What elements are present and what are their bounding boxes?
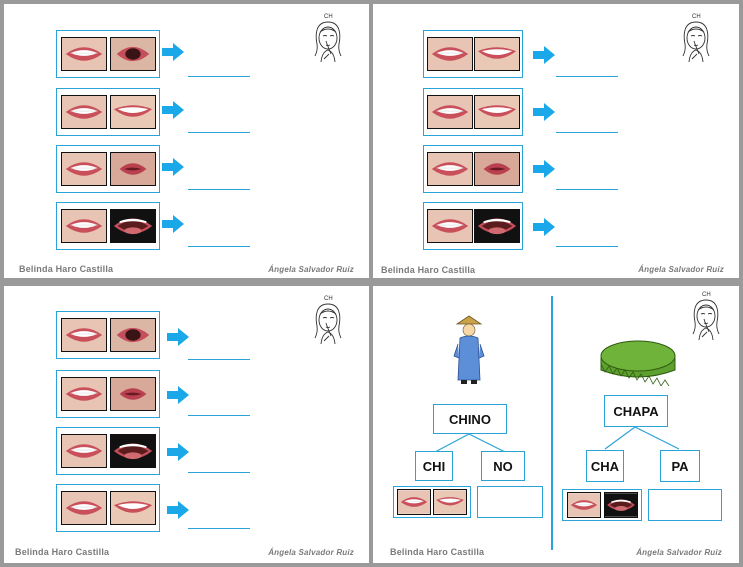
arrow-right-icon [533,160,555,178]
worksheet-card-2: CH Belinda Haro Castilla Ángela Salvador… [373,4,739,278]
arrow-right-icon [167,328,189,346]
mouth-photo-smile [433,489,467,515]
footer-author-right: Ángela Salvador Ruiz [638,265,724,274]
mouth-photo-pucker [109,377,156,411]
arrow-right-icon [167,443,189,461]
chinese-man-icon [453,315,485,384]
footer-author-left: Belinda Haro Castilla [19,264,114,274]
answer-line[interactable] [556,189,618,190]
mouth-pair [423,88,523,136]
answer-box[interactable] [477,486,543,518]
mouth-photo-teeth [397,489,431,515]
footer-author-right: Ángela Salvador Ruiz [636,548,722,557]
mouth-photo-teeth [566,492,601,518]
footer-author-left: Belinda Haro Castilla [15,547,110,557]
mouth-photo-pucker [109,152,156,186]
mouth-pair [393,486,471,518]
word-box-chapa: CHAPA [604,395,668,427]
mouth-pair [56,30,160,78]
answer-line[interactable] [188,472,250,473]
mouth-pair [562,489,642,521]
answer-line[interactable] [188,132,250,133]
mouth-photo-open [109,37,156,71]
syllable-box-pa: PA [660,450,700,482]
footer-author-left: Belinda Haro Castilla [390,547,485,557]
mouth-photo-smile [109,491,156,525]
girl-pointing-icon: CH [309,14,347,68]
mouth-photo-teeth [60,491,107,525]
mouth-pair [423,30,523,78]
girl-tag: CH [692,14,701,20]
mouth-photo-wide [109,434,156,468]
worksheet-card-3: CH Belinda Haro Castilla Ángela Salvador… [4,286,369,563]
mouth-pair [56,202,160,250]
mouth-photo-teeth [60,209,107,243]
word-box-chino: CHINO [433,404,507,434]
syllable-box-cha: CHA [586,450,624,482]
mouth-photo-smile [473,37,520,71]
mouth-photo-smile [473,95,520,129]
mouth-pair [56,484,160,532]
arrow-right-icon [533,46,555,64]
answer-line[interactable] [188,415,250,416]
girl-pointing-icon: CH [677,14,715,68]
mouth-photo-wide [473,209,520,243]
arrow-right-icon [162,215,184,233]
mouth-photo-teeth [60,377,107,411]
worksheet-card-1: CH Belinda Haro Castilla Ángela Salvador… [4,4,369,278]
mouth-photo-wide [603,492,638,518]
answer-line[interactable] [556,76,618,77]
mouth-photo-teeth [60,95,107,129]
mouth-photo-wide [109,209,156,243]
answer-line[interactable] [188,76,250,77]
mouth-photo-pucker [473,152,520,186]
mouth-photo-teeth [426,152,473,186]
answer-line[interactable] [188,246,250,247]
arrow-right-icon [533,103,555,121]
mouth-photo-smile [109,95,156,129]
footer-author-right: Ángela Salvador Ruiz [268,265,354,274]
bottle-cap-icon [600,340,676,386]
arrow-right-icon [167,501,189,519]
mouth-photo-teeth [60,318,107,352]
column-divider [551,296,553,550]
answer-line[interactable] [188,528,250,529]
worksheet-card-4: CHINO CHI NO CHAPA CHA PA CH Belinda Har… [373,286,739,563]
arrow-right-icon [162,43,184,61]
mouth-pair [423,145,523,193]
answer-line[interactable] [556,246,618,247]
footer-author-left: Belinda Haro Castilla [381,265,476,275]
mouth-pair [56,311,160,359]
arrow-right-icon [167,386,189,404]
answer-line[interactable] [556,132,618,133]
arrow-right-icon [533,218,555,236]
answer-line[interactable] [188,189,250,190]
tree-connector [434,434,506,453]
girl-pointing-icon: CH [309,296,347,350]
girl-pointing-icon: CH [687,292,725,346]
syllable-box-no: NO [481,451,525,481]
mouth-photo-open [109,318,156,352]
answer-line[interactable] [188,359,250,360]
mouth-photo-teeth [426,95,473,129]
girl-tag: CH [324,296,333,302]
mouth-pair [56,88,160,136]
mouth-photo-teeth [60,434,107,468]
girl-tag: CH [702,292,711,298]
mouth-photo-teeth [426,209,473,243]
mouth-pair [56,427,160,475]
mouth-pair [56,145,160,193]
tree-connector [604,427,680,450]
mouth-photo-teeth [60,152,107,186]
mouth-pair [423,202,523,250]
answer-box[interactable] [648,489,722,521]
girl-tag: CH [324,14,333,20]
mouth-photo-teeth [426,37,473,71]
mouth-photo-teeth [60,37,107,71]
arrow-right-icon [162,101,184,119]
arrow-right-icon [162,158,184,176]
syllable-box-chi: CHI [415,451,453,481]
mouth-pair [56,370,160,418]
footer-author-right: Ángela Salvador Ruiz [268,548,354,557]
